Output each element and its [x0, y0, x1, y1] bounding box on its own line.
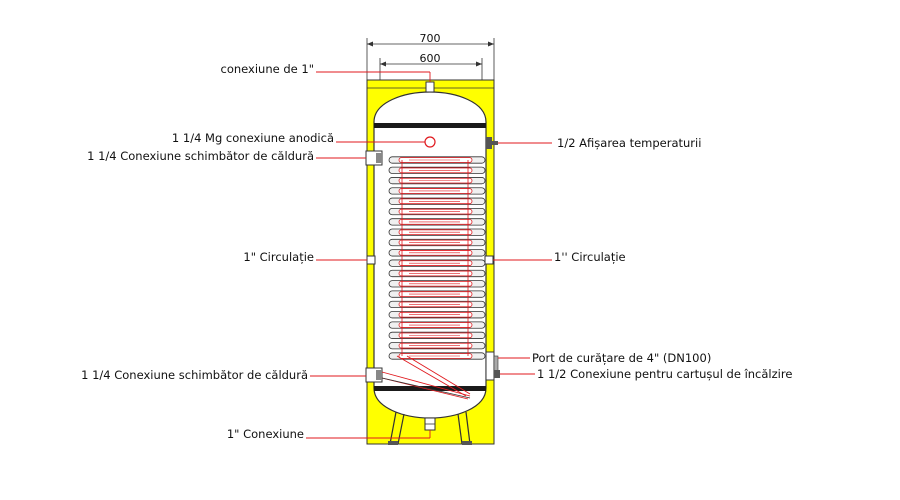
dim-outer-width: 700 [420, 32, 441, 45]
temperature-sensor [486, 137, 492, 149]
label-coil-connection-upper: 1 1/4 Conexiune schimbător de căldură [87, 149, 314, 163]
top-nozzle [425, 81, 435, 93]
dim-inner-width: 600 [420, 52, 441, 65]
label-coil-connection-lower: 1 1/4 Conexiune schimbător de căldură [81, 368, 308, 382]
coil-turn [388, 269, 486, 278]
coil-turn [388, 280, 486, 288]
coil-turn [388, 249, 486, 257]
coil-turn [388, 321, 486, 329]
leader-lines [306, 71, 552, 439]
coil-turn [388, 352, 486, 360]
coil-turn [388, 238, 486, 247]
coil-turn [388, 187, 486, 195]
coil-turn [388, 342, 486, 350]
tank-legs [389, 411, 471, 445]
coil-turn [388, 177, 486, 185]
coil-turn [388, 218, 486, 226]
label-temperature-display: 1/2 Afișarea temperaturii [557, 136, 702, 150]
label-cleaning-port: Port de curățare de 4" (DN100) [532, 351, 712, 365]
dimension-lines [366, 38, 495, 92]
label-circulation-right: 1'' Circulație [554, 250, 626, 264]
cleaning-port [485, 351, 495, 381]
label-heater-connection: 1 1/2 Conexiune pentru cartușul de încăl… [537, 367, 793, 381]
label-circulation-left: 1" Circulație [243, 250, 314, 264]
coil-turn [388, 290, 486, 298]
coil-turn [388, 311, 486, 319]
heater-cartridge-port [494, 370, 500, 378]
coil-turn [388, 228, 486, 236]
circulation-port-right [484, 255, 494, 265]
label-bottom-connection: 1" Conexiune [226, 427, 304, 441]
anode-port [424, 136, 436, 148]
coil-turn [388, 197, 486, 205]
heat-exchanger-coil [388, 156, 486, 360]
label-top-connection: conexiune de 1" [220, 62, 314, 76]
circulation-port-left [366, 255, 376, 265]
coil-turn [388, 166, 486, 174]
coil-turn [388, 331, 486, 339]
coil-turn [388, 156, 486, 164]
coil-turn [388, 207, 486, 216]
label-anode-connection: 1 1/4 Mg conexiune anodică [171, 131, 334, 145]
coil-turn [388, 259, 486, 267]
coil-turn [388, 300, 486, 309]
upper-band [374, 123, 486, 128]
